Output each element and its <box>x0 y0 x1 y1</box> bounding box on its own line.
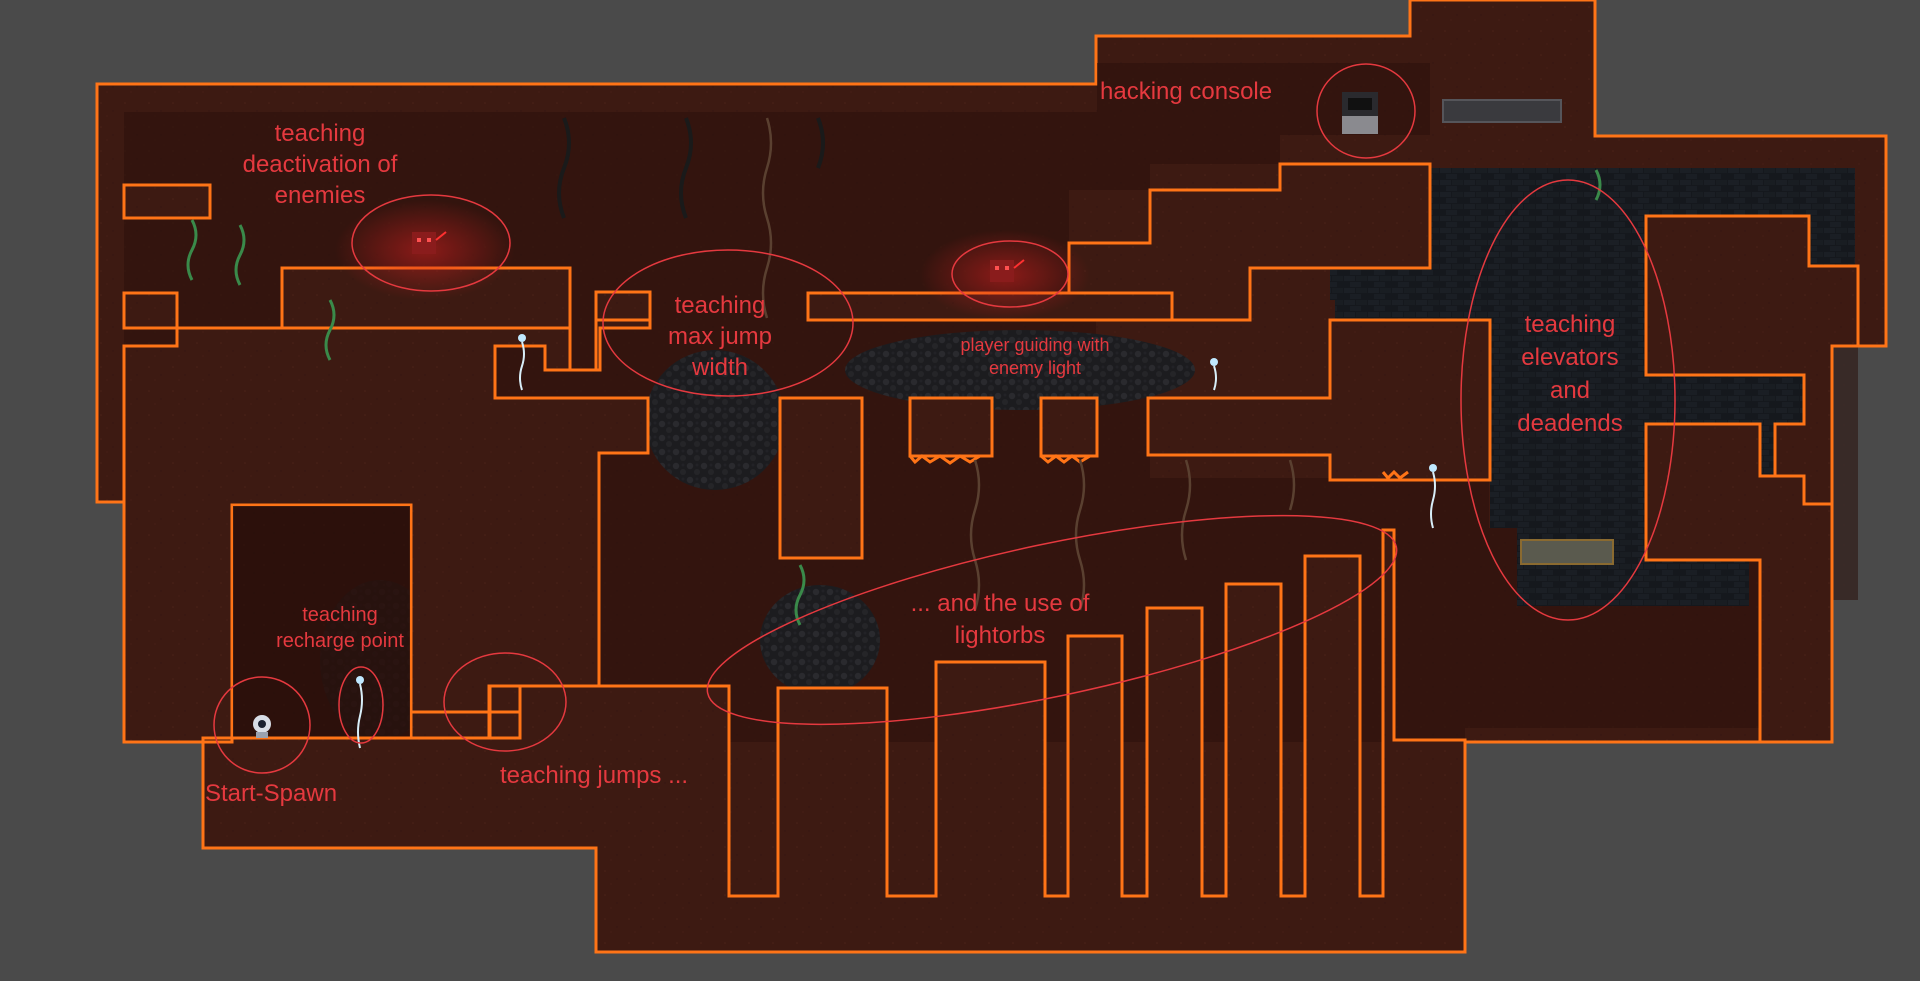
annotation-ellipse-lightorbs <box>706 514 1398 726</box>
lightorb-icon <box>1210 358 1218 391</box>
rock-cluster <box>845 330 1195 410</box>
right-upper-shelf <box>1067 162 1432 322</box>
right-middle-shelf <box>1146 318 1492 482</box>
annotation-ellipse-spawn <box>213 676 311 774</box>
annotation-ellipse-console <box>1316 63 1416 159</box>
lightorb-icon <box>518 334 526 391</box>
metal-bridge <box>1442 99 1562 123</box>
rock-cluster <box>760 585 880 695</box>
annotation-ellipse-jumps <box>443 652 567 752</box>
lava-drip <box>1040 454 1097 464</box>
annotation-ellipse-recharge <box>338 666 384 744</box>
rock-cluster <box>645 350 785 490</box>
annotation-ellipse-elevator <box>1460 179 1676 621</box>
upper-left-ledge <box>122 183 212 330</box>
vine-icon <box>186 169 1602 626</box>
enemy-robot-icon <box>412 231 447 254</box>
annotation-markers <box>213 63 1676 774</box>
hanging-pillar <box>778 396 864 560</box>
recharge-room-interior <box>233 506 410 738</box>
hanging-block <box>908 396 994 458</box>
enemy-robot-icon <box>990 259 1025 282</box>
right-arm-lower <box>1644 422 1834 744</box>
hanging-block <box>1039 396 1099 458</box>
player-robot-icon <box>253 715 271 738</box>
annotation-ellipse-jump <box>602 249 854 397</box>
rope-icon <box>761 117 1296 611</box>
annotation-ellipse-enemy <box>351 194 511 292</box>
recharge-point-icon <box>356 676 364 749</box>
hanging-vine-icon <box>557 117 825 219</box>
annotation-ellipse-enemy2 <box>951 240 1069 308</box>
lava-drip <box>1381 469 1409 481</box>
elevator-platform-icon <box>1520 539 1614 565</box>
lava-drip <box>908 454 992 465</box>
elevator-zone <box>1330 168 1855 606</box>
stairs-outline <box>201 528 1467 954</box>
lightorb-icon <box>1429 464 1437 529</box>
hacking-console-icon <box>1342 92 1378 134</box>
